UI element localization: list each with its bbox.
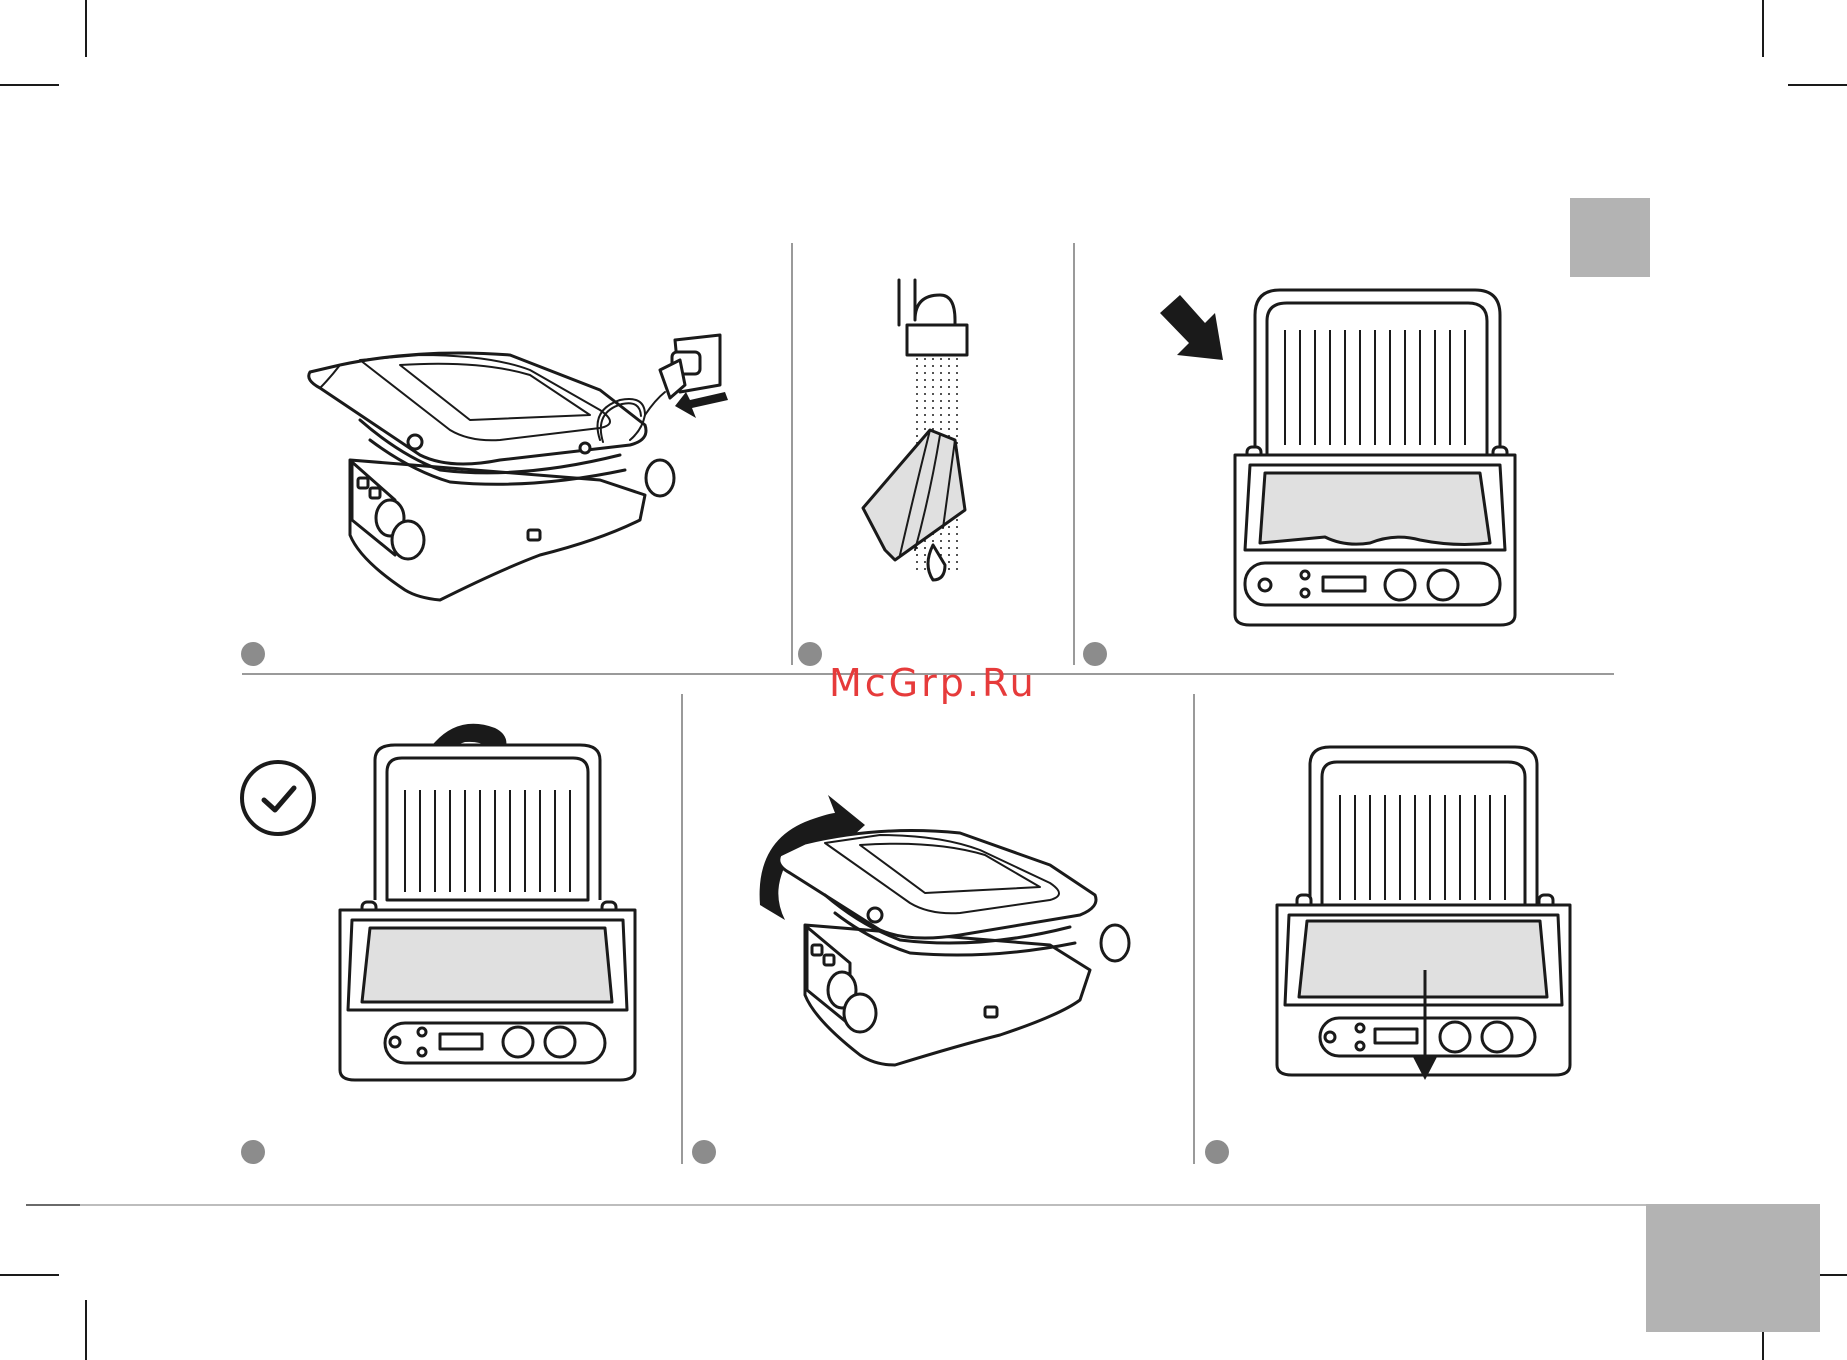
- arrow-icon: [675, 392, 728, 418]
- crop-mark-bl-v: [85, 1300, 87, 1360]
- crop-mark-bl-h: [0, 1274, 59, 1276]
- step-dot-4: [241, 1140, 265, 1164]
- step-dot-2: [798, 642, 822, 666]
- check-circle-icon: [238, 758, 318, 838]
- step-dot-1: [241, 642, 265, 666]
- grill-closed-lift-lid-illustration: [750, 795, 1140, 1095]
- cloth-under-tap-illustration: [855, 280, 995, 600]
- panel-divider-v3: [681, 694, 683, 1164]
- crop-mark-tr-h: [1788, 84, 1847, 86]
- crop-mark-tr-v: [1762, 0, 1764, 57]
- grill-open-close-lid-illustration: [340, 720, 640, 1085]
- grill-open-remove-plate-illustration: [1275, 735, 1575, 1085]
- footer-line: [26, 1204, 1646, 1206]
- panel-divider-v4: [1193, 694, 1195, 1164]
- watermark-text: McGrp.Ru: [829, 661, 1037, 705]
- arrow-icon: [1160, 295, 1223, 360]
- panel-divider-v2: [1073, 243, 1075, 665]
- crop-mark-tl-h: [0, 84, 59, 86]
- side-tab-top: [1570, 198, 1650, 277]
- step-dot-5: [692, 1140, 716, 1164]
- step-dot-3: [1083, 642, 1107, 666]
- footer-line-left-tick: [26, 1204, 80, 1206]
- step-dot-6: [1205, 1140, 1229, 1164]
- side-tab-bottom: [1646, 1204, 1820, 1332]
- crop-mark-tl-v: [85, 0, 87, 57]
- grill-open-plate-illustration: [1155, 285, 1525, 630]
- water-drop-icon: [928, 545, 945, 580]
- grill-closed-unplug-illustration: [300, 330, 750, 620]
- panel-divider-v1: [791, 243, 793, 665]
